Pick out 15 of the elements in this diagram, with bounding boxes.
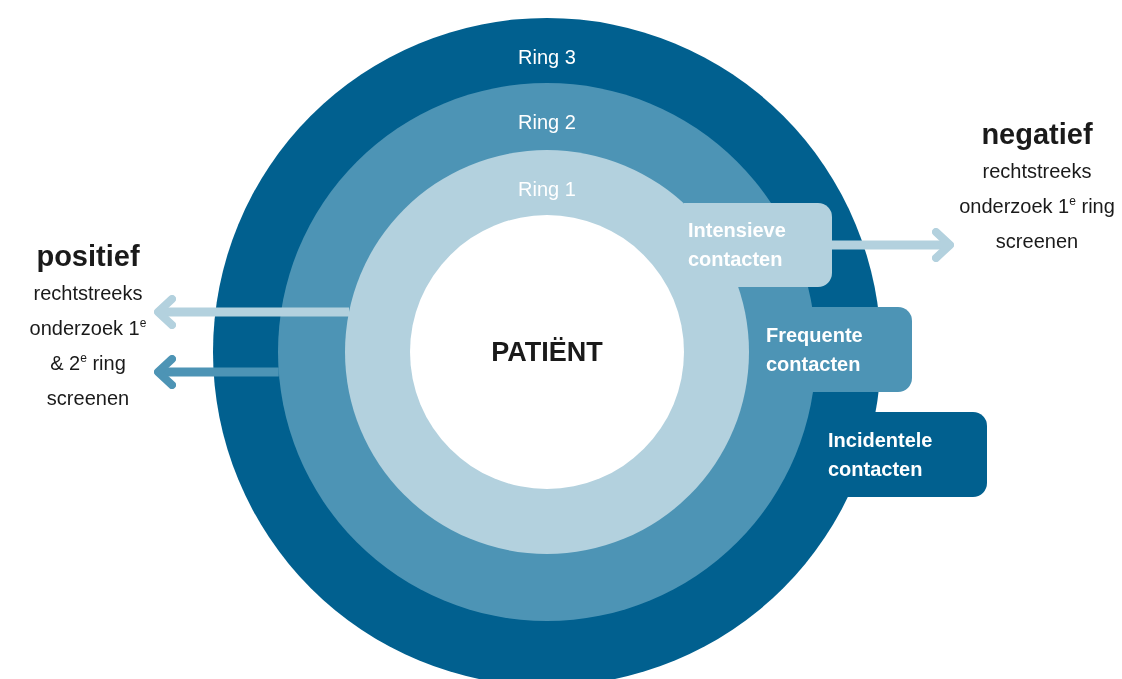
ring-label: Ring 1 — [518, 178, 576, 201]
ring-label: Ring 2 — [518, 111, 576, 134]
contact-tab — [684, 203, 832, 287]
result-description: rechtstreeks onderzoek 1$^{e}$ & 2$^{e}$ ring screenen — [28, 281, 148, 411]
ring-label: Ring 3 — [518, 46, 576, 69]
result-heading: positief — [36, 239, 140, 274]
tab-label: Frequente contacten — [766, 322, 864, 377]
arrow — [154, 355, 279, 389]
patient-label: PATIËNT — [491, 336, 603, 368]
result-description: rechtstreeks onderzoek 1$^{e}$ ring screenen — [958, 159, 1116, 254]
result-heading: negatief — [981, 117, 1093, 152]
tab-label: Intensieve contacten — [688, 218, 787, 272]
arrow — [154, 295, 349, 329]
arrow — [832, 228, 954, 262]
tab-label: Incidentele contacten — [828, 427, 934, 482]
